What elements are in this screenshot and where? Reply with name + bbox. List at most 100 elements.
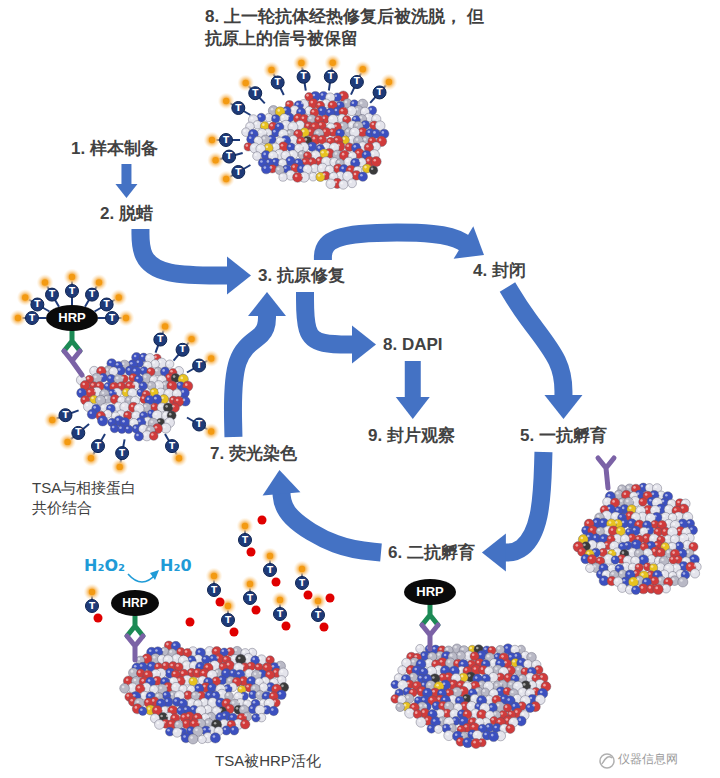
- atom-sphere: [124, 425, 132, 433]
- atom-highlight: [144, 685, 147, 688]
- atom-highlight: [232, 701, 235, 704]
- atom-highlight: [149, 411, 152, 414]
- atom-highlight: [151, 390, 154, 393]
- atom-highlight: [119, 398, 122, 401]
- atom-highlight: [180, 377, 183, 380]
- atom-highlight: [681, 536, 684, 539]
- atom-highlight: [124, 390, 127, 393]
- atom-sphere: [488, 731, 498, 741]
- atom-highlight: [337, 131, 340, 134]
- atom-highlight: [397, 691, 400, 694]
- atom-sphere: [369, 166, 378, 175]
- atom-highlight: [411, 674, 414, 677]
- atom-highlight: [400, 682, 403, 685]
- atom-highlight: [144, 405, 147, 408]
- atom-highlight: [359, 160, 362, 163]
- atom-highlight: [264, 694, 267, 697]
- atom-highlight: [672, 578, 675, 581]
- antibody: [64, 331, 82, 375]
- atom-highlight: [422, 653, 425, 656]
- atom-highlight: [615, 521, 618, 524]
- atom-highlight: [239, 687, 242, 690]
- atom-highlight: [241, 707, 244, 710]
- atom-highlight: [507, 698, 510, 701]
- atom-highlight: [291, 137, 294, 140]
- atom-highlight: [214, 722, 217, 725]
- atom-highlight: [649, 556, 652, 559]
- atom-highlight: [366, 115, 369, 118]
- atom-highlight: [337, 144, 340, 147]
- atom-highlight: [424, 704, 427, 707]
- atom-highlight: [500, 682, 503, 685]
- atom-highlight: [148, 707, 151, 710]
- atom-highlight: [250, 132, 253, 135]
- atom-highlight: [283, 153, 286, 156]
- atom-highlight: [320, 166, 323, 169]
- atom-highlight: [218, 687, 221, 690]
- atom-highlight: [667, 551, 670, 554]
- atom-highlight: [677, 543, 680, 546]
- atom-highlight: [259, 715, 262, 718]
- atom-highlight: [79, 377, 82, 380]
- atom-highlight: [248, 664, 251, 667]
- atom-highlight: [140, 383, 143, 386]
- atom-sphere: [261, 164, 271, 174]
- atom-highlight: [357, 151, 360, 154]
- atom-highlight: [260, 160, 263, 163]
- atom-highlight: [130, 685, 133, 688]
- atom-highlight: [112, 426, 115, 429]
- atom-highlight: [658, 550, 661, 553]
- atom-highlight: [181, 658, 184, 661]
- atom-highlight: [309, 144, 312, 147]
- atom-highlight: [328, 124, 331, 127]
- atom-highlight: [214, 708, 217, 711]
- secondary-antibody: [422, 605, 438, 625]
- atom-highlight: [486, 668, 489, 671]
- atom-highlight: [459, 711, 462, 714]
- atom-sphere: [138, 707, 147, 716]
- atom-highlight: [417, 646, 420, 649]
- atom-highlight: [619, 556, 622, 559]
- atom-highlight: [497, 704, 500, 707]
- atom-highlight: [656, 558, 659, 561]
- atom-highlight: [670, 529, 673, 532]
- atom-highlight: [271, 694, 274, 697]
- atom-highlight: [224, 728, 227, 731]
- atom-sphere: [416, 717, 426, 727]
- atom-highlight: [515, 684, 518, 687]
- atom-highlight: [662, 500, 665, 503]
- atom-highlight: [461, 662, 464, 665]
- hrp-enzyme: [46, 305, 98, 331]
- atom-highlight: [363, 138, 366, 141]
- atom-sphere: [316, 172, 325, 181]
- atom-highlight: [519, 703, 522, 706]
- atom-highlight: [644, 536, 647, 539]
- atom-highlight: [198, 708, 201, 711]
- atom-highlight: [337, 160, 340, 163]
- atom-highlight: [517, 668, 520, 671]
- atom-highlight: [159, 687, 162, 690]
- atom-highlight: [533, 704, 536, 707]
- atom-highlight: [652, 493, 655, 496]
- atom-highlight: [339, 116, 342, 119]
- atom-highlight: [453, 718, 456, 721]
- atom-highlight: [94, 390, 97, 393]
- atom-highlight: [615, 579, 618, 582]
- atom-highlight: [141, 368, 144, 371]
- atom-highlight: [662, 572, 665, 575]
- atom-highlight: [150, 421, 153, 424]
- atom-highlight: [163, 425, 166, 428]
- atom-highlight: [296, 103, 299, 106]
- atom-highlight: [228, 679, 231, 682]
- atom-highlight: [446, 704, 449, 707]
- atom-highlight: [419, 676, 422, 679]
- atom-highlight: [190, 736, 193, 739]
- atom-highlight: [176, 368, 179, 371]
- atom-highlight: [161, 397, 164, 400]
- atom-highlight: [164, 693, 167, 696]
- atom-highlight: [109, 361, 112, 364]
- atom-highlight: [319, 123, 322, 126]
- atom-highlight: [163, 663, 166, 666]
- primary-antibody: [598, 458, 614, 488]
- atom-highlight: [155, 426, 158, 429]
